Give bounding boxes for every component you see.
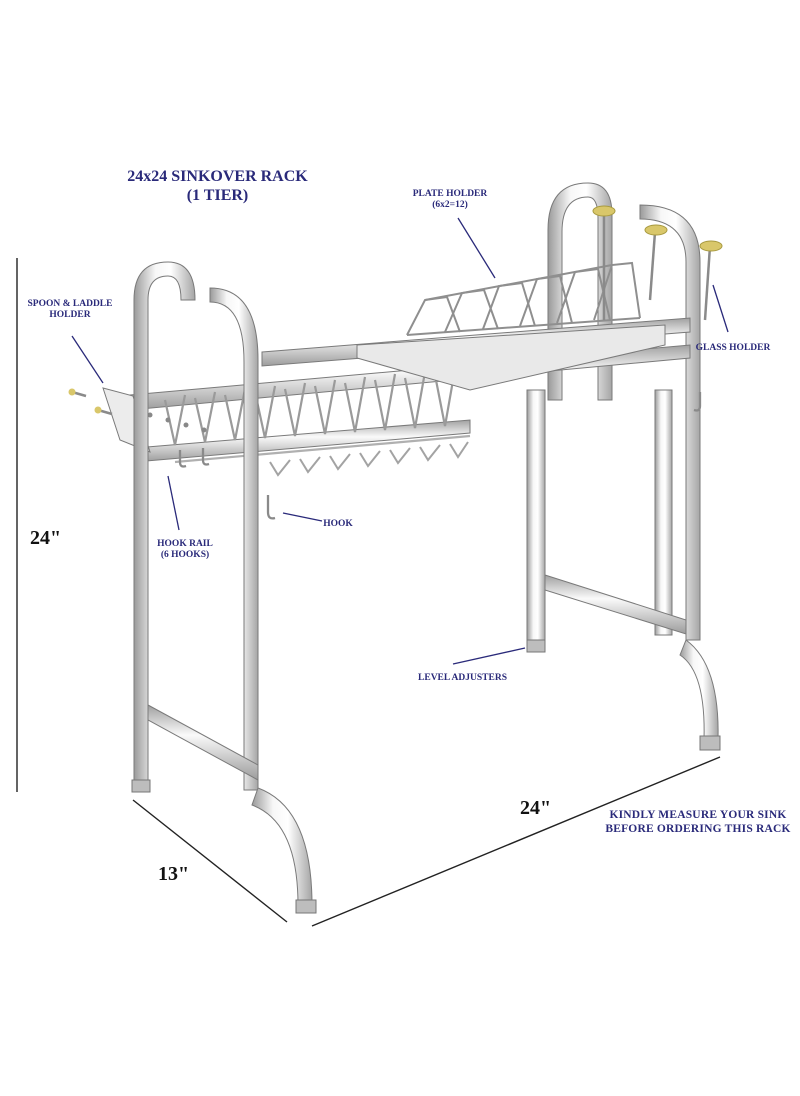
right-handle [639, 204, 701, 641]
glass-pin-cap-icon [699, 240, 723, 252]
hook-icon [693, 392, 702, 412]
front-left-handle [209, 287, 259, 791]
title-line-1: 24x24 SINKOVER RACK [127, 168, 308, 185]
wire-basket-lower [269, 441, 469, 477]
back-left-leg [526, 389, 546, 646]
measure-sink-note: KINDLY MEASURE YOUR SINK BEFORE ORDERING… [600, 808, 796, 837]
hooks [178, 392, 702, 520]
right-curved-foot [679, 639, 719, 741]
spoon-holder-leader [71, 335, 104, 384]
plate-tray-base [356, 324, 666, 391]
plate-holder-leader [457, 217, 496, 279]
front-frame [133, 261, 313, 906]
plate-holder-label-line1: PLATE HOLDER [412, 189, 488, 199]
back-lower-crossbar [544, 574, 687, 635]
glass-holder-leader [712, 284, 729, 333]
depth-dimension: 13" [158, 863, 190, 885]
spoon-holder-label-line1: SPOON & LADDLE [27, 299, 113, 309]
back-right-leg [654, 389, 673, 636]
plate-holder-label: PLATE HOLDER (6x2=12) [395, 189, 505, 211]
dimension-lines [16, 258, 721, 927]
hook-rail-leader [167, 475, 180, 531]
hook-leader [282, 512, 323, 522]
depth-dimension-line [132, 799, 288, 923]
measure-sink-note-line2: BEFORE ORDERING THIS RACK [605, 823, 791, 836]
title-line-2: (1 TIER) [186, 187, 249, 205]
height-dimension: 24" [30, 527, 62, 549]
hook-rail-label-line1: HOOK RAIL [157, 539, 213, 549]
level-adjusters-label: LEVEL ADJUSTERS [418, 673, 507, 683]
glass-holder-label: GLASS HOLDER [695, 343, 771, 353]
level-adjuster-back [526, 639, 546, 653]
wire-basket [163, 368, 471, 464]
level-adjuster-front-left [131, 779, 151, 793]
callout-lines [71, 217, 729, 665]
front-lower-crossbar [147, 704, 259, 781]
hook-icon [266, 495, 276, 520]
width-dimension: 24" [520, 797, 552, 819]
glass-pin-cap-icon [644, 224, 668, 236]
hook-rail-label: HOOK RAIL (6 HOOKS) [140, 539, 230, 561]
hook-rail-label-line2: (6 HOOKS) [160, 549, 210, 560]
level-adjusters-leader [452, 647, 526, 665]
hook-label: HOOK [323, 519, 353, 529]
back-frame [526, 182, 719, 741]
spoon-holder-label-line2: HOLDER [49, 309, 91, 320]
measure-sink-note-line1: KINDLY MEASURE YOUR SINK [609, 809, 787, 821]
level-adjuster-right [699, 735, 721, 751]
width-dimension-line [311, 756, 721, 927]
glass-holder-pins [592, 205, 723, 321]
level-adjuster-front-right [295, 899, 317, 914]
front-left-upright [133, 261, 196, 791]
hook-icon [201, 448, 210, 466]
glass-pin-cap-icon [592, 205, 616, 217]
spoon-holder-label: SPOON & LADDLE HOLDER [15, 299, 125, 321]
diagram-title: 24x24 SINKOVER RACK (1 TIER) [100, 167, 335, 205]
plate-holder-label-line2: (6x2=12) [432, 199, 468, 210]
hook-icon [178, 450, 187, 468]
front-curved-foot [251, 787, 313, 906]
